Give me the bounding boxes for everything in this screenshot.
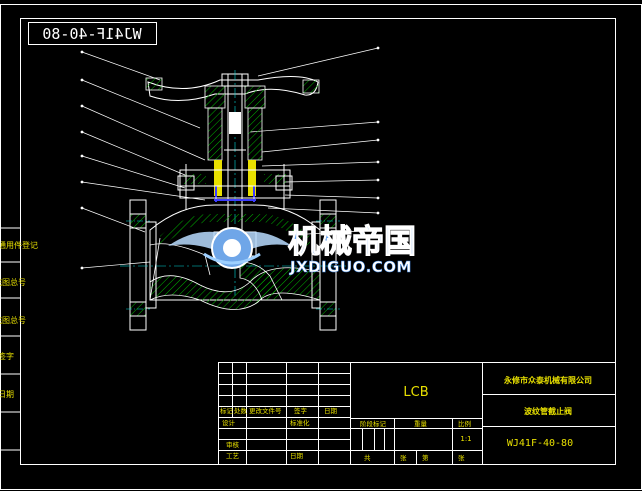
rev-header: 标记 — [220, 406, 234, 415]
left-margin-strip — [0, 227, 20, 451]
handwheel — [145, 76, 320, 109]
margin-label: 旧底图总号 — [0, 277, 26, 287]
bellows — [214, 160, 256, 202]
rev-header: 处数 — [234, 406, 248, 415]
margin-label: 借通用件登记 — [0, 240, 38, 250]
watermark-cn: 机械帝国 — [288, 222, 416, 260]
watermark: 机械帝国 JXDIGUO.COM — [168, 221, 417, 276]
footer-label: 第 — [422, 453, 429, 462]
watermark-logo-icon — [168, 227, 292, 269]
mirrored-drawing-code: WJ41F-40-80 — [42, 25, 141, 43]
valve-stem — [224, 70, 246, 300]
end-flange-left — [126, 199, 157, 331]
rev-header: 签字 — [294, 406, 308, 415]
stage-header: 比例 — [458, 419, 471, 428]
leader-balloons-right — [376, 46, 380, 232]
footer-label: 张 — [400, 453, 407, 462]
stage-header: 重量 — [414, 420, 428, 428]
design-label: 日期 — [290, 452, 304, 460]
margin-label: 底图总号 — [0, 315, 26, 325]
watermark-en: JXDIGUO.COM — [289, 258, 412, 276]
design-label: 审核 — [226, 440, 240, 449]
material-text: LCB — [403, 385, 428, 400]
margin-label: 日期 — [0, 390, 14, 399]
bonnet-flange — [179, 169, 291, 199]
footer-label: 共 — [364, 453, 371, 462]
scale-text: 1:1 — [460, 435, 471, 443]
title-block — [218, 362, 616, 465]
design-label: 工艺 — [226, 452, 240, 460]
stage-header: 阶段标记 — [360, 419, 387, 428]
part-name: 波纹管截止阀 — [524, 406, 572, 416]
bonnet-bolts — [177, 164, 293, 210]
left-margin-labels: 借通用件登记 旧底图总号 底图总号 签字 日期 — [0, 240, 38, 399]
leader-balloons-left — [80, 50, 84, 270]
margin-label: 签字 — [0, 351, 14, 361]
design-label: 标准化 — [290, 418, 310, 427]
company-name: 永修市众泰机械有限公司 — [503, 375, 592, 385]
end-flange-right — [311, 199, 340, 331]
rev-header: 日期 — [324, 407, 338, 415]
valve-section-drawing — [120, 70, 346, 331]
title-block-labels: 标记 处数 更改文件号 签字 日期 设计 标准化 审核 工艺 日期 阶段标记 重… — [220, 406, 471, 462]
leader-lines-right — [249, 47, 379, 236]
drawing-code-text: WJ41F-40-80 — [507, 438, 573, 449]
mirrored-code-box: WJ41F-40-80 — [28, 22, 157, 45]
yoke — [207, 107, 263, 161]
footer-label: 张 — [458, 453, 465, 462]
leader-lines-left — [81, 51, 206, 269]
design-label: 设计 — [222, 418, 236, 427]
rev-header: 更改文件号 — [249, 406, 282, 415]
